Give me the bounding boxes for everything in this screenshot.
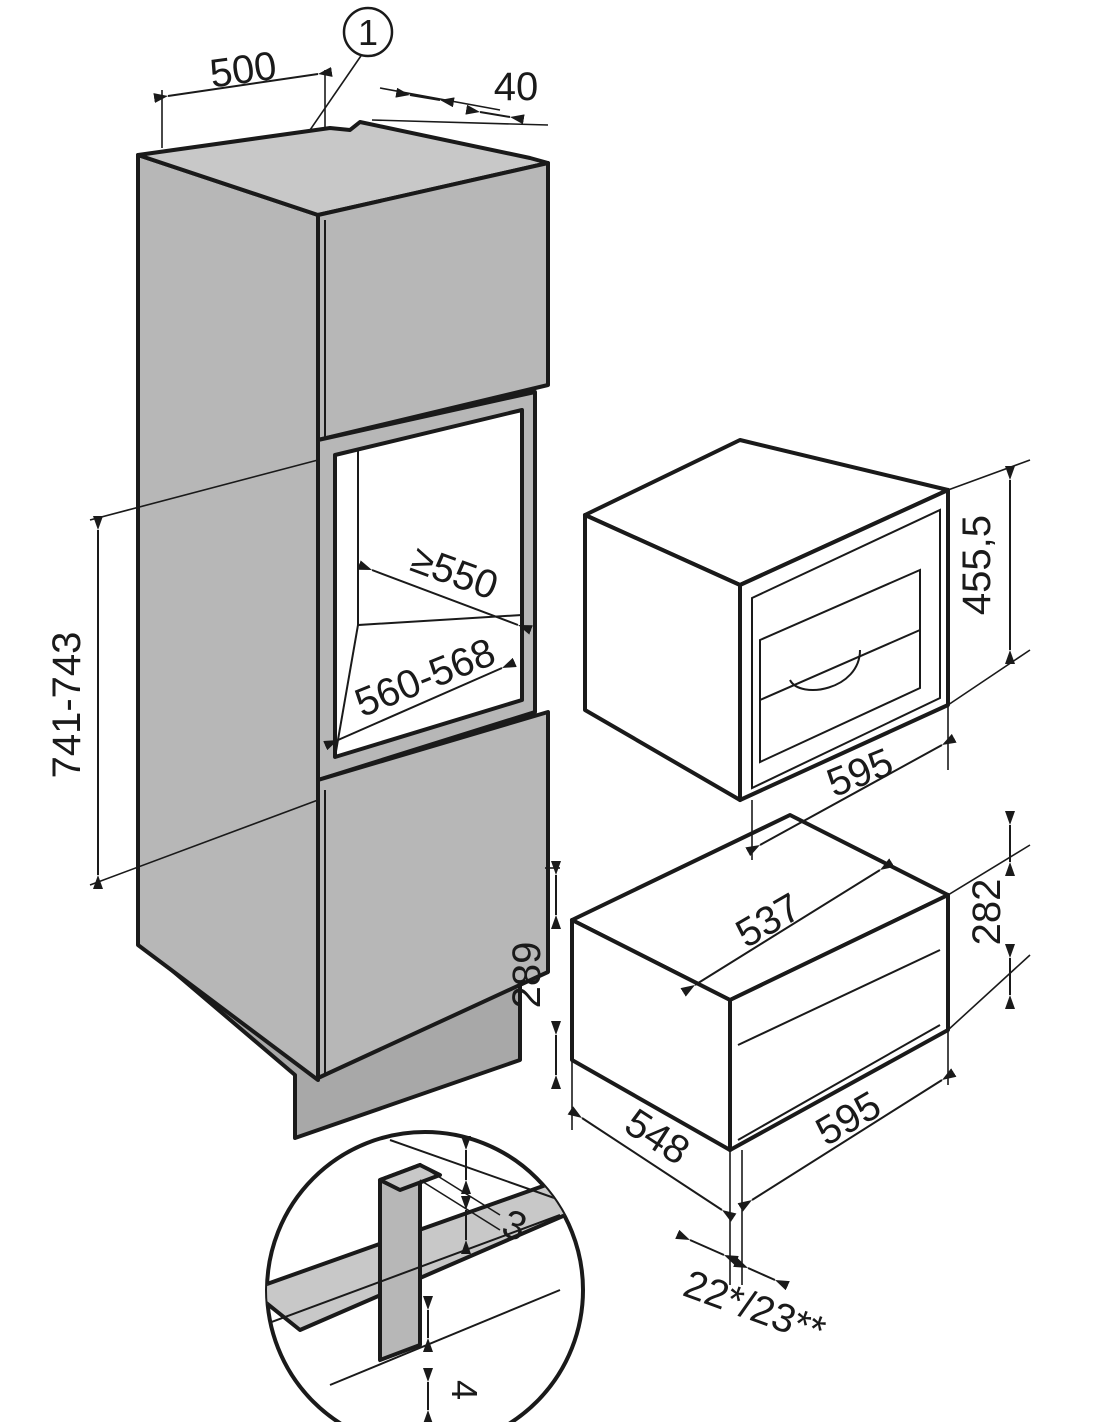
cabinet-upper-door (316, 161, 550, 442)
coffee-machine (583, 438, 950, 802)
label-top-gap: 40 (494, 65, 539, 109)
label-machine-height: 455,5 (955, 515, 999, 615)
label-drawer-niche-height: 289 (505, 942, 549, 1009)
cabinet-side-panel (136, 153, 320, 1082)
detail-magnifier (265, 1130, 585, 1422)
label-detail-offset: 4 (444, 1380, 485, 1400)
dimension-lines (89, 49, 1031, 1422)
callout-number: 1 (358, 12, 378, 53)
label-niche-height: 741-743 (45, 632, 89, 779)
label-front-thickness: 22*/23** (678, 1262, 831, 1354)
label-drawer-height: 282 (965, 879, 1009, 946)
callout-1: 1 (342, 6, 394, 58)
label-top-depth: 500 (207, 44, 279, 97)
tall-cabinet (136, 120, 550, 1140)
warming-drawer (570, 813, 950, 1152)
